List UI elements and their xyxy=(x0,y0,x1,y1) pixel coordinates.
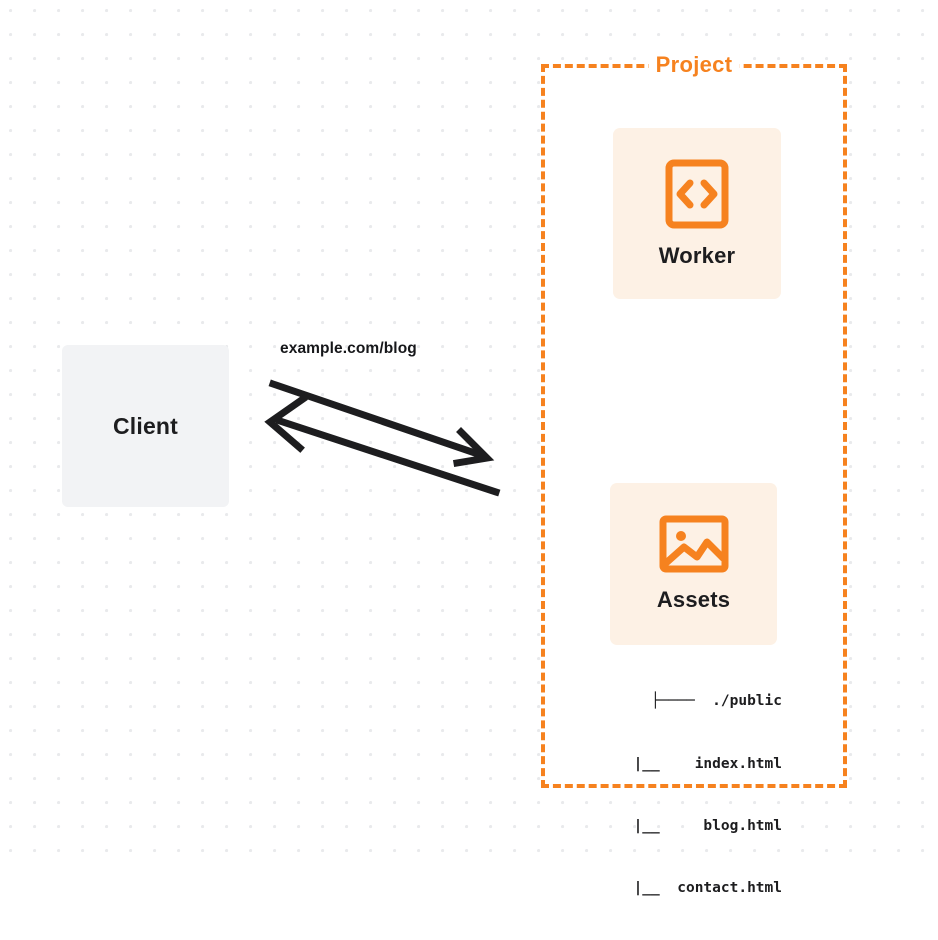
diagram-canvas: Client example.com/blog Project Worker xyxy=(0,0,938,896)
node-client-label: Client xyxy=(112,412,179,439)
file-tree-line: |__ blog.html xyxy=(607,817,782,834)
code-brackets-icon xyxy=(665,159,729,229)
response-arrow xyxy=(264,394,501,497)
assets-file-tree: ├──── ./public |__ index.html |__ blog.h… xyxy=(560,650,782,940)
file-tree-line: ├──── ./public xyxy=(651,693,782,710)
node-assets[interactable]: Assets xyxy=(610,483,777,645)
file-tree-line: |__ index.html xyxy=(607,755,782,772)
node-worker-label: Worker xyxy=(658,242,736,268)
image-icon xyxy=(659,515,729,573)
file-tree-line: |__ contact.html xyxy=(607,879,782,896)
node-assets-label: Assets xyxy=(656,587,731,612)
node-client[interactable]: Client xyxy=(62,345,229,507)
connection-url-label: example.com/blog xyxy=(280,340,417,357)
request-arrow xyxy=(268,379,495,468)
project-title: Project xyxy=(648,52,740,78)
node-worker[interactable]: Worker xyxy=(613,128,781,299)
